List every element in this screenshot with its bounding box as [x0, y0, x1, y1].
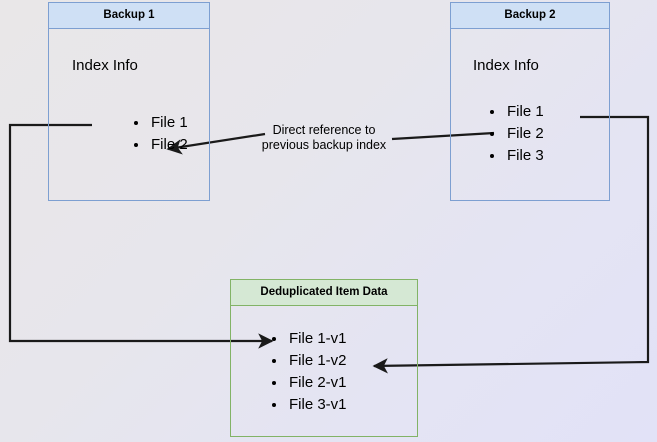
node-backup-1[interactable]: Backup 1 Index Info File 1 File 2	[48, 2, 210, 201]
list-item: File 2-v1	[287, 372, 347, 394]
dedup-file-list: File 1-v1 File 1-v2 File 2-v1 File 3-v1	[273, 328, 347, 416]
edge-label-line-1: Direct reference to	[272, 123, 376, 137]
backup-2-index-info-label: Index Info	[473, 56, 539, 74]
backup-1-file-list: File 1 File 2	[135, 112, 188, 156]
node-backup-2-body: Index Info File 1 File 2 File 3	[451, 29, 609, 200]
list-item: File 3	[505, 145, 544, 167]
node-deduplicated-item-data[interactable]: Deduplicated Item Data File 1-v1 File 1-…	[230, 279, 418, 437]
node-dedup-header: Deduplicated Item Data	[231, 280, 417, 306]
list-item: File 1	[149, 112, 188, 134]
list-item: File 1-v1	[287, 328, 347, 350]
node-dedup-body: File 1-v1 File 1-v2 File 2-v1 File 3-v1	[231, 306, 417, 436]
list-item: File 1-v2	[287, 350, 347, 372]
node-backup-1-header: Backup 1	[49, 3, 209, 29]
backup-1-index-info-label: Index Info	[72, 56, 138, 74]
node-backup-2-header: Backup 2	[451, 3, 609, 29]
dedup-body-inner: File 1-v1 File 1-v2 File 2-v1 File 3-v1	[231, 306, 417, 436]
list-item: File 3-v1	[287, 394, 347, 416]
node-backup-2[interactable]: Backup 2 Index Info File 1 File 2 File 3	[450, 2, 610, 201]
list-item: File 2	[505, 123, 544, 145]
node-backup-1-body: Index Info File 1 File 2	[49, 29, 209, 200]
list-item: File 2	[149, 134, 188, 156]
list-item: File 1	[505, 101, 544, 123]
edge-label-direct-reference: Direct reference to previous backup inde…	[249, 123, 399, 153]
backup-2-file-list: File 1 File 2 File 3	[491, 101, 544, 167]
edge-label-line-2: previous backup index	[261, 138, 387, 152]
